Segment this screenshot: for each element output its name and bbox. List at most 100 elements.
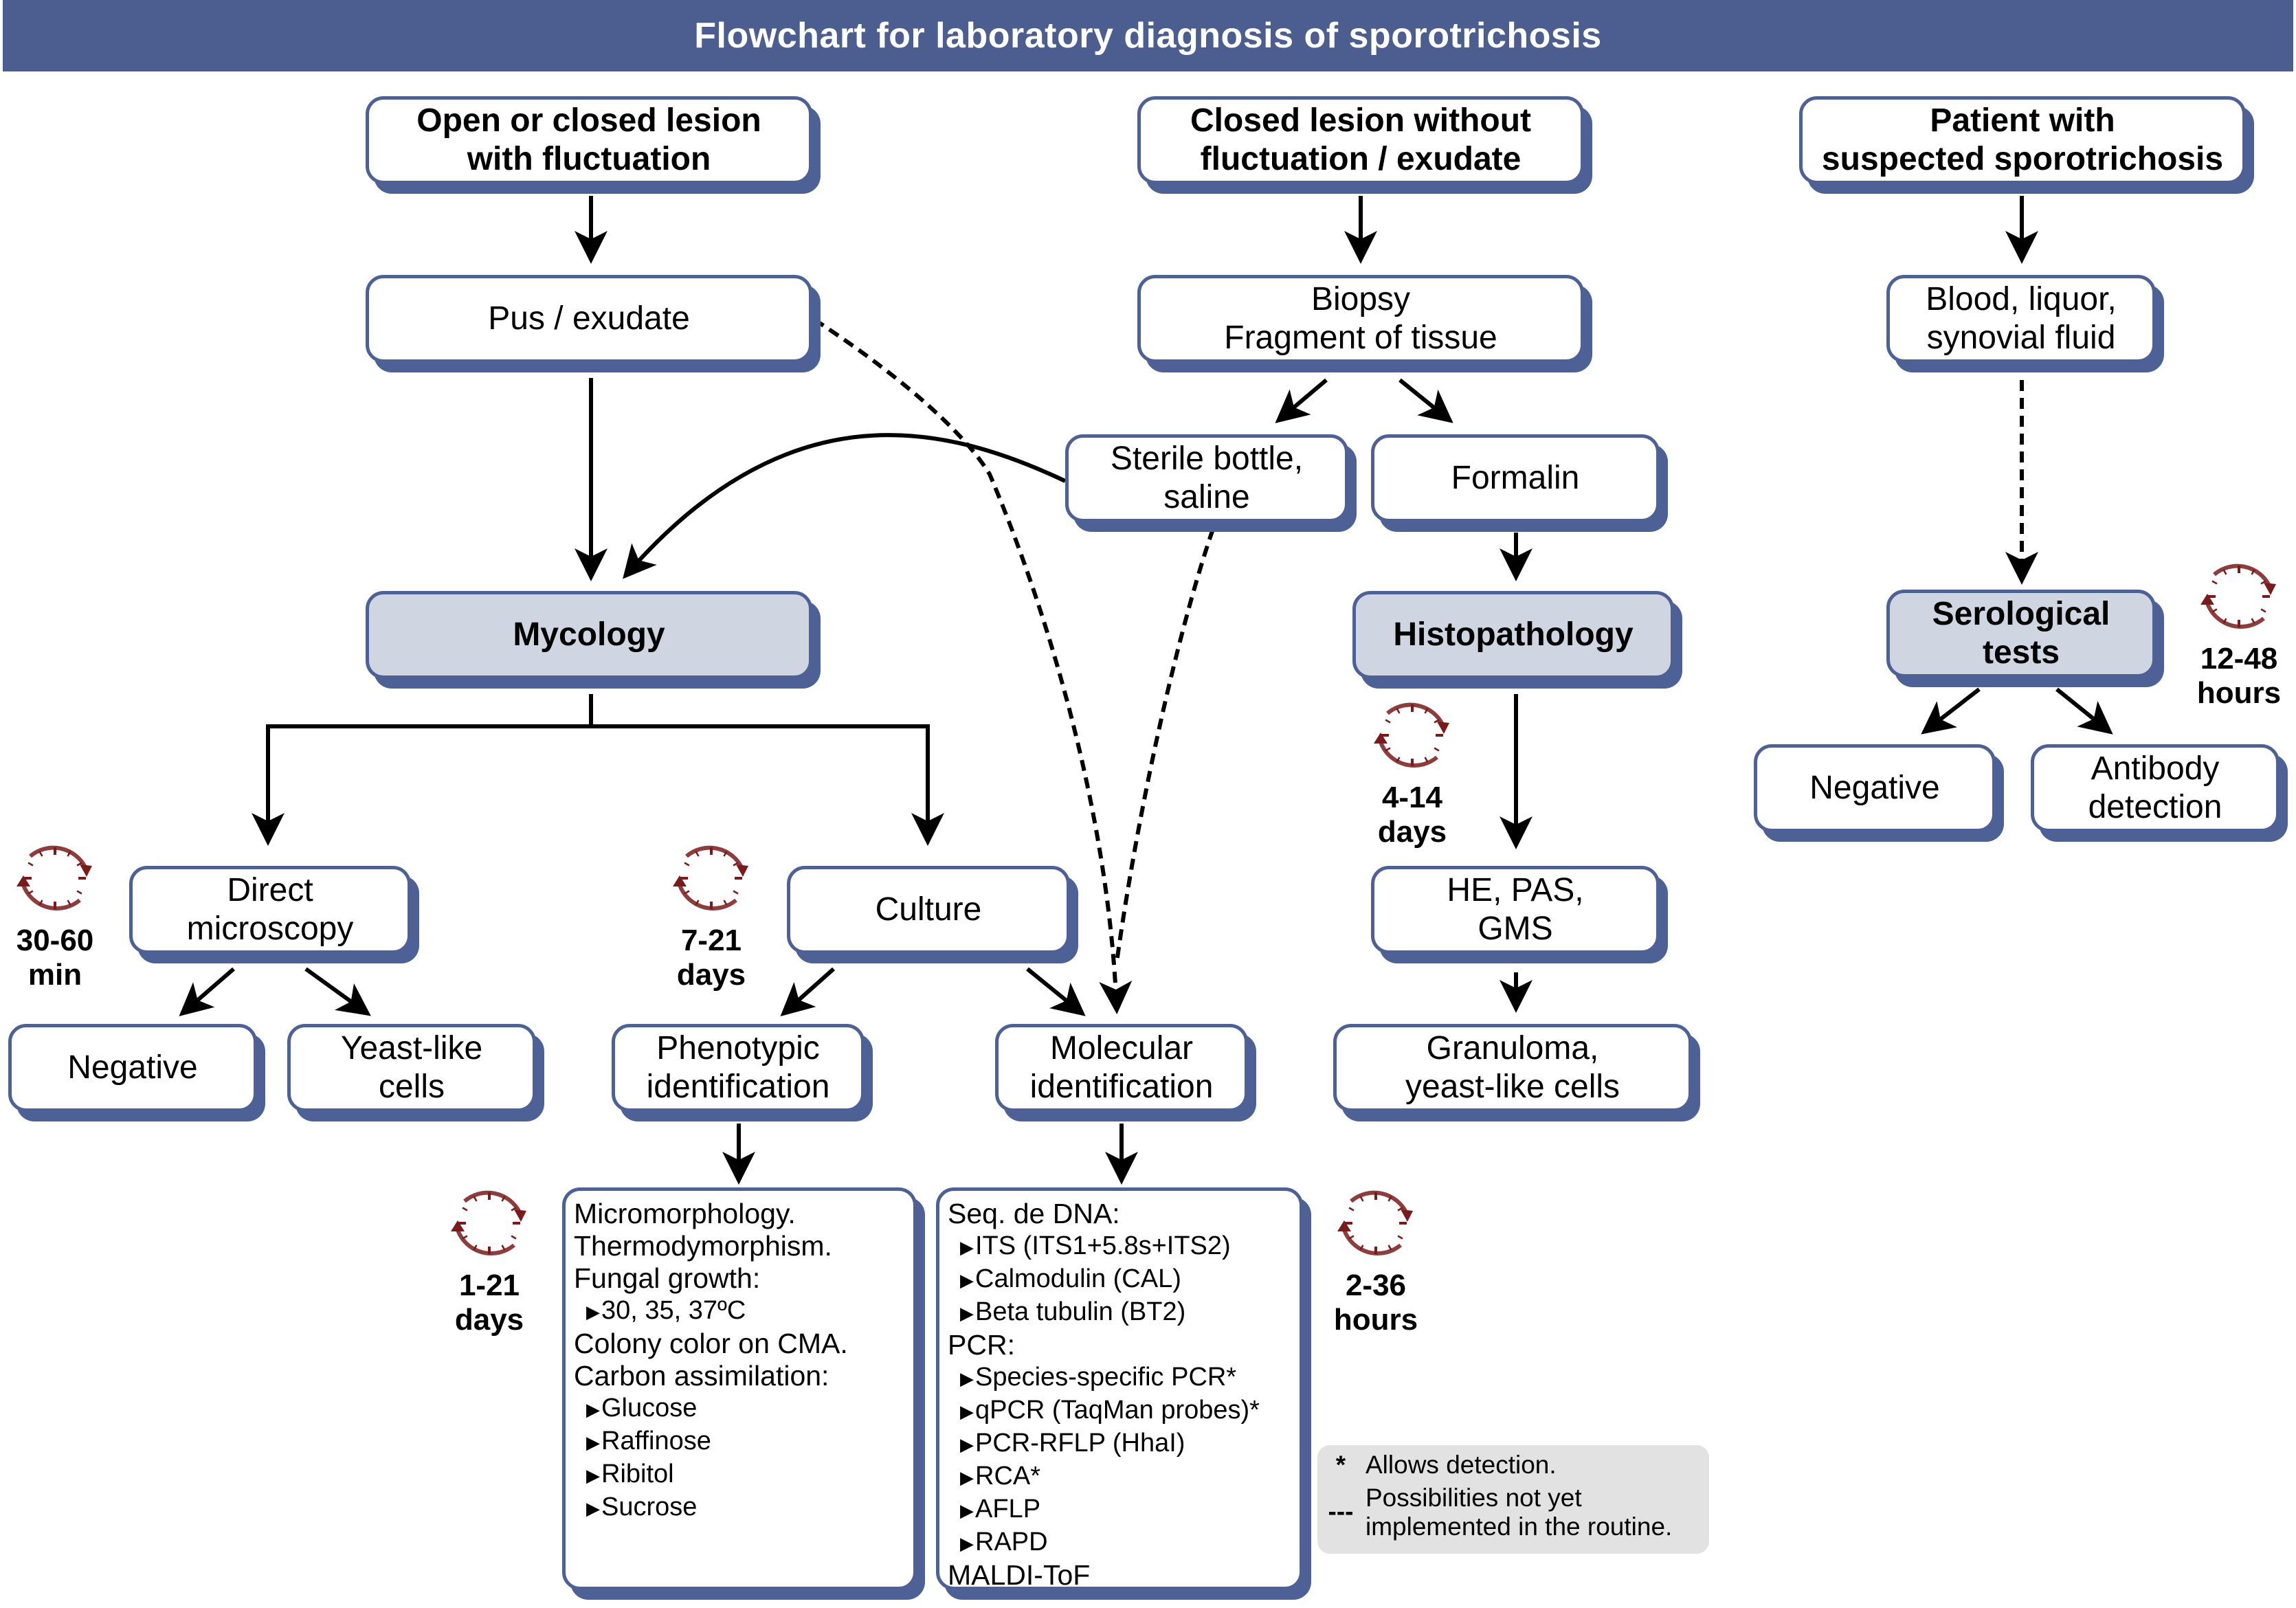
triangle-right-icon: ▶ xyxy=(960,1367,974,1389)
node-label: Histopathology xyxy=(1393,616,1634,653)
node-label: GMS xyxy=(1478,911,1553,947)
method-text: Sucrose xyxy=(601,1492,698,1521)
method-text: qPCR (TaqMan probes)* xyxy=(975,1395,1260,1425)
method-item: Micromorphology. xyxy=(574,1198,796,1230)
triangle-right-icon: ▶ xyxy=(960,1499,974,1521)
node-label: Fragment of tissue xyxy=(1224,320,1497,356)
method-text: Micromorphology. xyxy=(574,1198,796,1229)
arrow-biopsy-to-sterile xyxy=(1275,378,1328,423)
method-item: ▶AFLP xyxy=(948,1493,1040,1526)
node-label: Negative xyxy=(67,1049,198,1086)
node-microscopy-negative: Negative xyxy=(8,1024,257,1112)
node-label: Open or closed lesion xyxy=(416,102,761,139)
node-granuloma: Granuloma, yeast-like cells xyxy=(1333,1024,1692,1112)
dashed-line-symbol: --- xyxy=(1328,1497,1354,1526)
method-item: ▶RAPD xyxy=(948,1526,1048,1559)
method-text: MALDI-ToF xyxy=(948,1559,1091,1591)
arrow-micro-to-yeast xyxy=(304,967,371,1016)
node-pus-exudate: Pus / exudate xyxy=(366,275,812,363)
method-item: ▶Beta tubulin (BT2) xyxy=(948,1296,1185,1329)
node-label: Blood, liquor, xyxy=(1926,281,2117,317)
timer-range: 7-21 xyxy=(680,924,742,957)
timer-range: 2-36 xyxy=(1345,1269,1407,1302)
method-text: Glucose xyxy=(601,1393,698,1422)
legend-text: implemented in the routine. xyxy=(1366,1512,1673,1541)
node-label: Negative xyxy=(1809,770,1940,806)
connector-mycology-culture xyxy=(591,724,944,846)
method-item: ▶Raffinose xyxy=(574,1425,711,1458)
node-antibody-detection: Antibody detection xyxy=(2031,744,2280,832)
method-item: Thermodymorphism. xyxy=(574,1230,832,1262)
node-closed-lesion: Closed lesion without fluctuation / exud… xyxy=(1137,96,1584,184)
arrow-sero-to-antibody xyxy=(2055,687,2113,735)
legend: * Allows detection. --- Possibilities no… xyxy=(1317,1445,1709,1554)
method-text: Calmodulin (CAL) xyxy=(975,1264,1181,1293)
timer-unit: days xyxy=(454,1303,524,1337)
triangle-right-icon: ▶ xyxy=(586,1301,600,1322)
clock-cycle-icon xyxy=(2200,563,2276,629)
node-label: cells xyxy=(378,1069,445,1105)
method-text: Beta tubulin (BT2) xyxy=(975,1297,1186,1326)
node-label: Mycology xyxy=(513,616,665,653)
node-label: Serological xyxy=(1932,596,2110,632)
node-label: Granuloma, xyxy=(1426,1030,1599,1067)
method-text: PCR: xyxy=(948,1328,1015,1361)
method-text: Raffinose xyxy=(601,1426,711,1455)
triangle-right-icon: ▶ xyxy=(960,1236,974,1258)
timer-unit: days xyxy=(676,958,746,992)
node-label: fluctuation / exudate xyxy=(1200,141,1522,177)
method-text: Thermodymorphism. xyxy=(574,1230,832,1262)
node-blood: Blood, liquor, synovial fluid xyxy=(1886,275,2156,363)
method-item: ▶qPCR (TaqMan probes)* xyxy=(948,1394,1260,1427)
clock-cycle-icon xyxy=(673,845,748,911)
timer-unit: hours xyxy=(1333,1303,1418,1337)
node-histopathology: Histopathology xyxy=(1352,591,1674,679)
arrow-sero-to-negative xyxy=(1921,687,1981,735)
node-label: Patient with xyxy=(1930,102,2115,139)
method-item: PCR: xyxy=(948,1329,1015,1361)
node-label: Direct xyxy=(227,872,313,908)
timer-range: 4-14 xyxy=(1381,781,1443,814)
method-text: 30, 35, 37ºC xyxy=(601,1296,746,1325)
method-item: ▶Ribitol xyxy=(574,1458,674,1491)
triangle-right-icon: ▶ xyxy=(960,1532,974,1554)
node-yeast-like-cells: Yeast-like cells xyxy=(287,1024,536,1112)
node-serological: Serological tests xyxy=(1886,590,2156,678)
node-label: synovial fluid xyxy=(1926,320,2116,356)
title-bar: Flowchart for laboratory diagnosis of sp… xyxy=(3,0,2293,71)
method-item: ▶Calmodulin (CAL) xyxy=(948,1263,1181,1296)
method-text: Carbon assimilation: xyxy=(574,1359,829,1392)
triangle-right-icon: ▶ xyxy=(960,1466,974,1488)
triangle-right-icon: ▶ xyxy=(960,1269,974,1291)
node-label: HE, PAS, xyxy=(1447,872,1584,908)
diagram-title: Flowchart for laboratory diagnosis of sp… xyxy=(694,16,1602,56)
timer-range: 30-60 xyxy=(16,924,94,957)
triangle-right-icon: ▶ xyxy=(960,1400,974,1422)
legend-text: Possibilities not yet xyxy=(1366,1484,1582,1512)
node-serology-negative: Negative xyxy=(1754,744,1996,832)
method-text: PCR-RFLP (HhaI) xyxy=(975,1428,1185,1458)
node-label: Closed lesion without xyxy=(1190,102,1531,139)
phenotypic-methods-list: Micromorphology.Thermodymorphism.Fungal … xyxy=(562,1187,917,1590)
method-item: ▶30, 35, 37ºC xyxy=(574,1295,746,1328)
arrow-biopsy-to-formalin xyxy=(1398,378,1453,423)
node-label: Biopsy xyxy=(1311,281,1411,317)
clock-cycle-icon xyxy=(1337,1190,1413,1255)
method-text: RCA* xyxy=(975,1461,1041,1490)
node-formalin: Formalin xyxy=(1371,434,1660,522)
triangle-right-icon: ▶ xyxy=(586,1398,600,1420)
method-text: Ribitol xyxy=(601,1459,674,1488)
method-item: ▶Species-specific PCR* xyxy=(948,1361,1236,1394)
node-he-pas-gms: HE, PAS, GMS xyxy=(1371,866,1660,954)
node-open-lesion: Open or closed lesion with fluctuation xyxy=(366,96,812,184)
triangle-right-icon: ▶ xyxy=(586,1431,600,1453)
arrow-sterile-to-mycology xyxy=(623,433,1067,579)
legend-item-dashed: --- Possibilities not yet implemented in… xyxy=(1317,1484,1709,1545)
node-patient-suspected: Patient with suspected sporotrichosis xyxy=(1799,96,2246,184)
node-label: detection xyxy=(2088,789,2222,825)
connector-mycology-branches xyxy=(252,694,593,846)
node-label: saline xyxy=(1163,479,1250,515)
node-label: suspected sporotrichosis xyxy=(1821,141,2224,177)
